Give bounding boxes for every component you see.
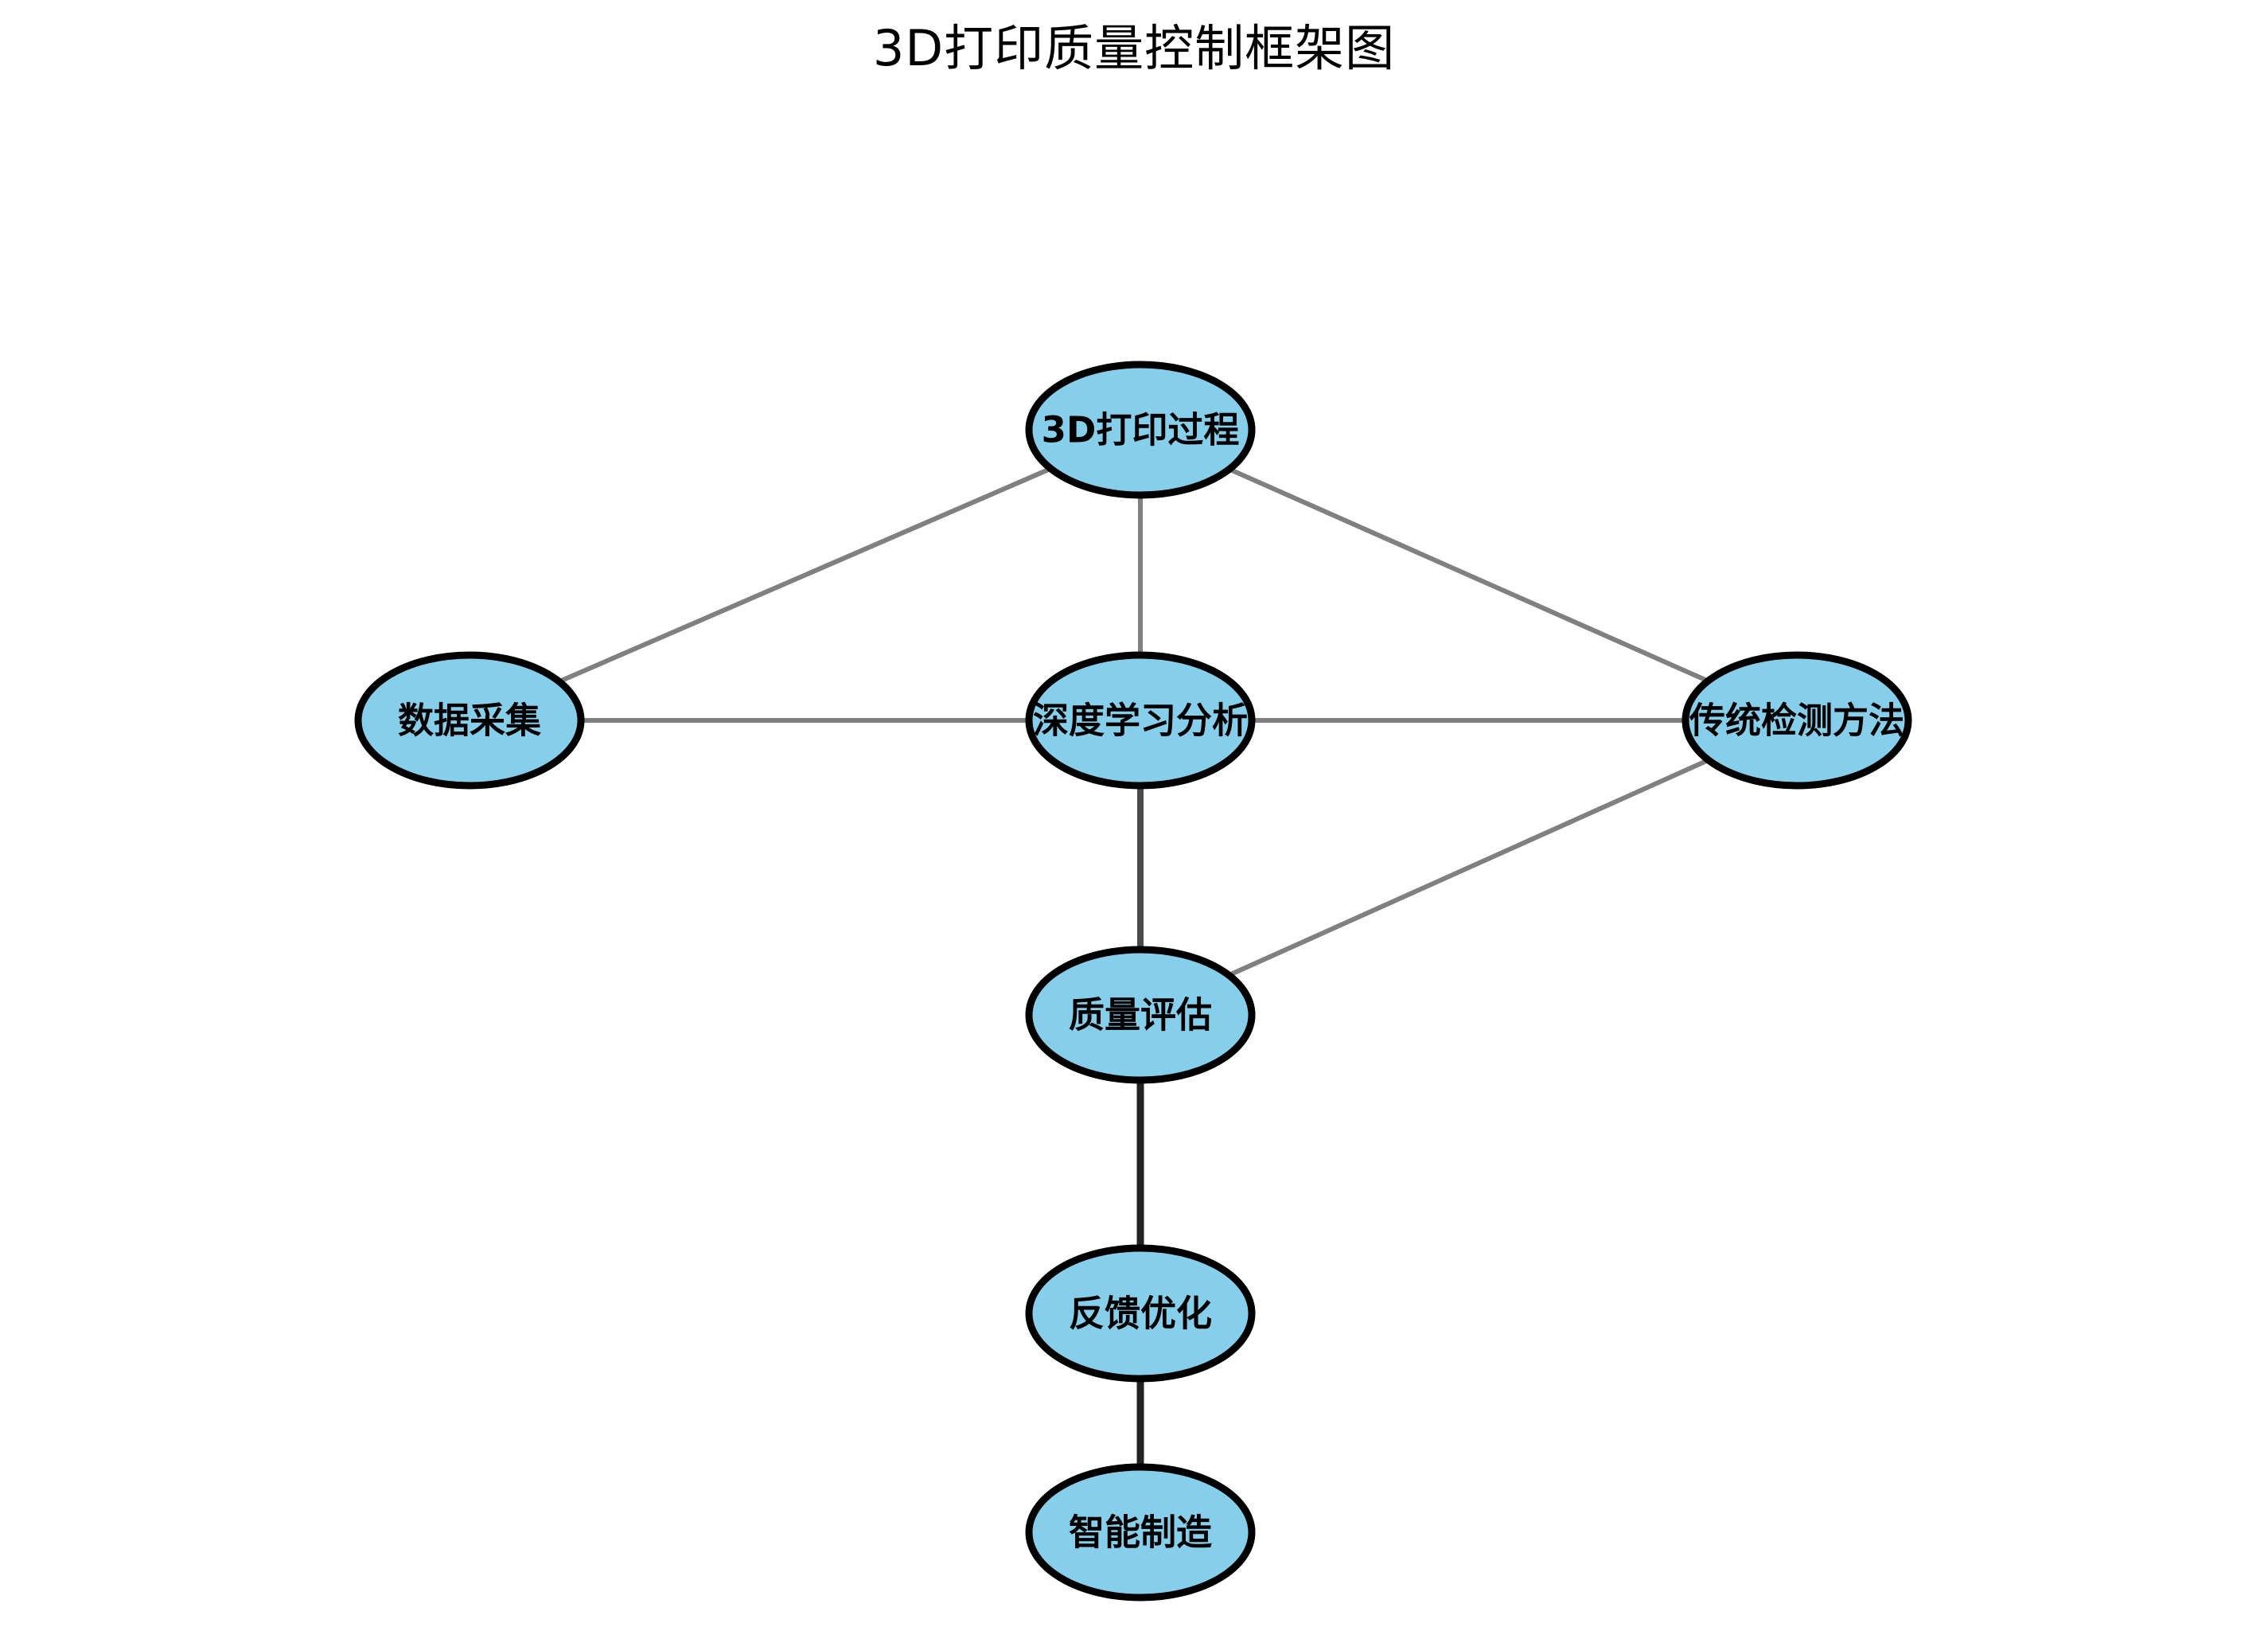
node-smart_mfg[interactable]: 智能制造 — [1025, 1463, 1256, 1602]
node-deep_learning[interactable]: 深度学习分析 — [1025, 651, 1256, 790]
node-ellipse-feedback_opt[interactable] — [1025, 1244, 1256, 1383]
node-ellipse-quality_eval[interactable] — [1025, 946, 1256, 1084]
node-traditional[interactable]: 传统检测方法 — [1682, 651, 1912, 790]
node-ellipse-smart_mfg[interactable] — [1025, 1463, 1256, 1602]
node-feedback_opt[interactable]: 反馈优化 — [1025, 1244, 1256, 1383]
node-label-print_process: 3D打印过程 — [1042, 409, 1240, 451]
edge-quality_eval-to-traditional — [1139, 718, 1798, 1017]
node-ellipse-deep_learning[interactable] — [1025, 651, 1256, 790]
node-ellipse-traditional[interactable] — [1682, 651, 1912, 790]
edge-print_process-to-traditional — [1139, 427, 1798, 723]
node-label-quality_eval: 质量评估 — [1069, 994, 1212, 1036]
edge-print_process-to-data_collection — [468, 427, 1142, 723]
node-print_process[interactable]: 3D打印过程 — [1025, 361, 1256, 499]
node-label-data_collection: 数据采集 — [398, 700, 541, 742]
node-data_collection[interactable]: 数据采集 — [354, 651, 585, 790]
node-label-deep_learning: 深度学习分析 — [1033, 700, 1248, 742]
node-ellipse-data_collection[interactable] — [354, 651, 585, 790]
node-label-feedback_opt: 反馈优化 — [1069, 1293, 1212, 1335]
node-label-traditional: 传统检测方法 — [1689, 700, 1904, 742]
node-ellipse-print_process[interactable] — [1025, 361, 1256, 499]
node-quality_eval[interactable]: 质量评估 — [1025, 946, 1256, 1084]
node-label-smart_mfg: 智能制造 — [1069, 1512, 1212, 1554]
page-title: 3D打印质量控制框架图 — [872, 19, 1396, 77]
